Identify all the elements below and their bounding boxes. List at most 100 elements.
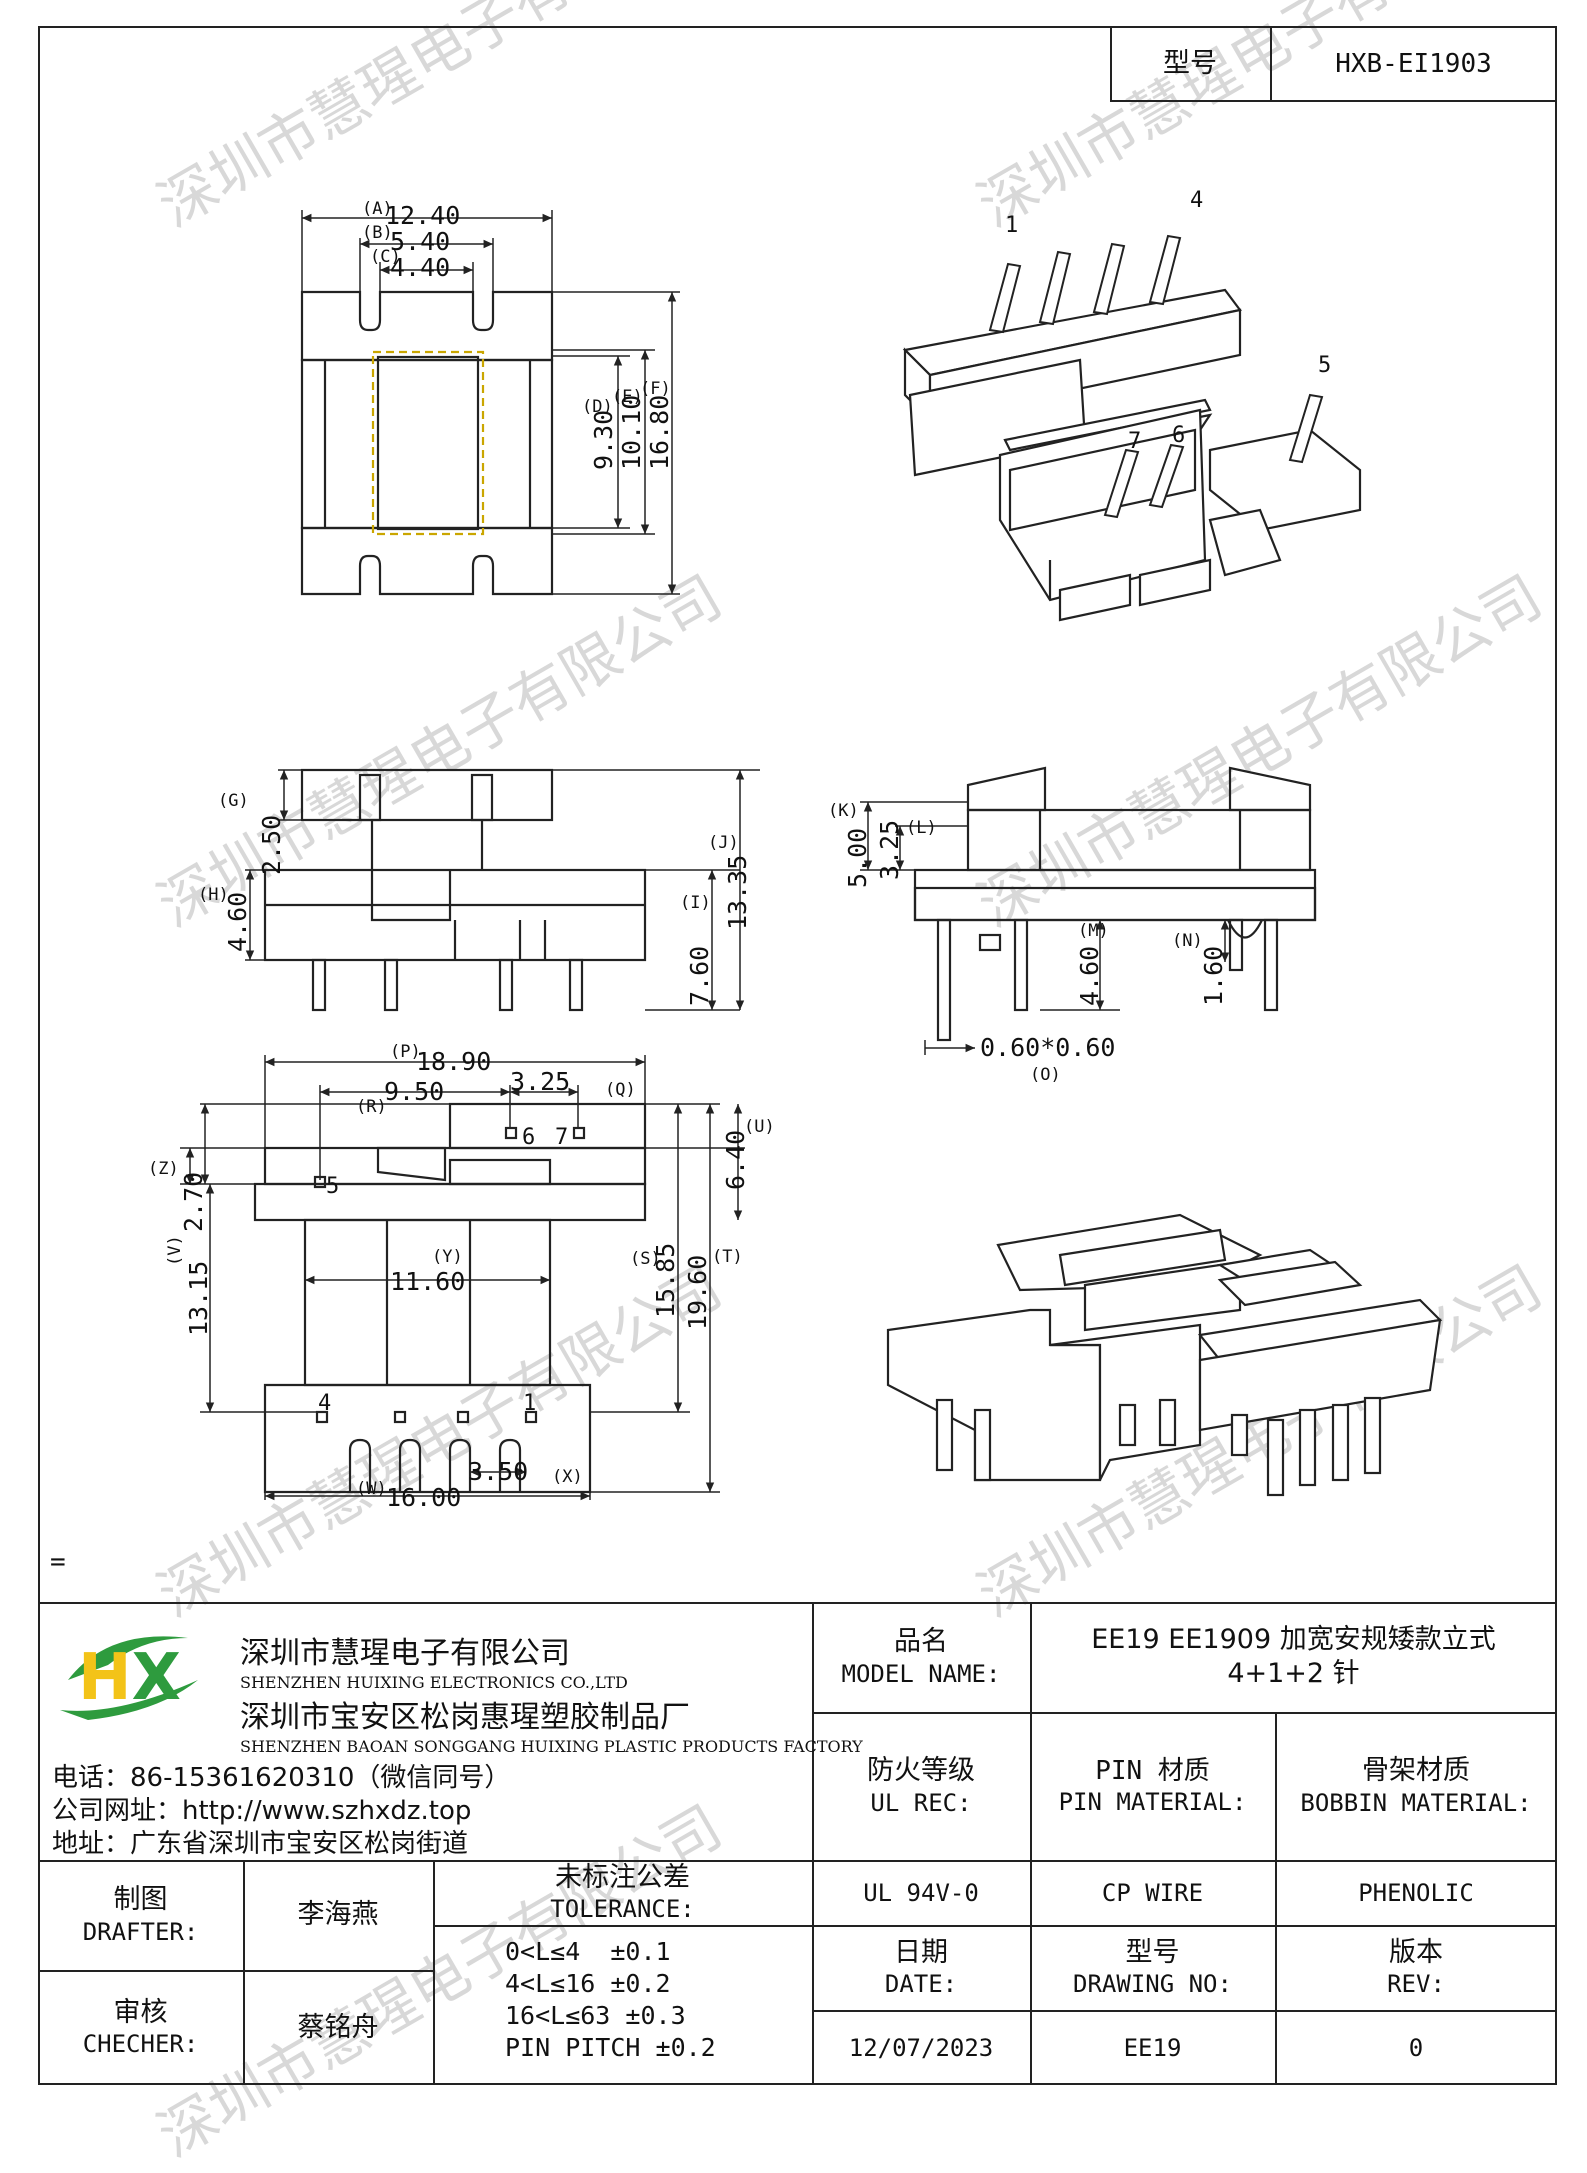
pin-4-label: 4 [1190, 188, 1203, 213]
drawing-no-label: 型号 DRAWING NO: [1073, 1936, 1232, 1999]
bobbin-material-label: 骨架材质 BOBBIN MATERIAL: [1300, 1755, 1532, 1817]
tolerance-table: 0<L≤4 ±0.1 4<L≤16 ±0.2 16<L≤63 ±0.3 PIN … [505, 1936, 805, 2064]
tolerance-row: 0<L≤4 ±0.1 [505, 1937, 671, 1966]
isometric-view-bottom [886, 1213, 1443, 1497]
dim-b-value: 5.40 [390, 227, 450, 256]
dim-r-value: 9.50 [384, 1077, 444, 1106]
dim-p-value: 18.90 [416, 1047, 491, 1076]
front-view [263, 768, 647, 1012]
company-name-cn: 深圳市慧瑆电子有限公司 [240, 1636, 570, 1671]
checker-label: 审核 CHECHER: [82, 1996, 199, 2059]
header-model-box [1110, 26, 1557, 102]
drafter-label: 制图 DRAFTER: [82, 1884, 199, 1946]
company-website[interactable]: 公司网址：http://www.szhxdz.top [52, 1796, 472, 1826]
fire-rating-value: UL 94V-0 [863, 1878, 979, 1907]
dim-n-value: 1.60 [1199, 946, 1228, 1006]
dim-w-label: (W) [356, 1479, 387, 1499]
dim-g-label: (G) [218, 791, 249, 811]
dim-j-label: (J) [708, 833, 739, 853]
tolerance-row: PIN PITCH ±0.2 [505, 2033, 716, 2062]
dim-c-label: (C) [370, 247, 401, 267]
pin-4-bottom: 4 [318, 1391, 331, 1416]
dim-e-value: 10.10 [617, 395, 646, 470]
dim-u-value: 6.40 [721, 1130, 750, 1190]
logo-text: HX [78, 1641, 181, 1715]
product-name-label: 品名 MODEL NAME: [841, 1626, 1001, 1688]
dim-m-label: (M) [1078, 921, 1109, 941]
pin-6-label: 6 [1172, 423, 1185, 448]
dim-m-value: 4.60 [1075, 946, 1104, 1006]
dim-d-label: (D) [582, 397, 613, 417]
pin-material-label: PIN 材质 PIN MATERIAL: [1058, 1755, 1247, 1817]
dim-o-value: 0.60*0.60 [980, 1033, 1115, 1062]
bottom-view [253, 1102, 647, 1494]
dim-x-value: 3.50 [468, 1457, 528, 1486]
logo-swoosh-bottom [60, 1680, 198, 1720]
dim-s-value: 15.85 [651, 1243, 680, 1318]
isometric-view-top [902, 288, 1362, 622]
isometric-pins [988, 234, 1324, 519]
top-view [300, 290, 554, 596]
dim-h-value: 4.60 [223, 892, 252, 952]
logo-swoosh-top [68, 1636, 188, 1680]
header-model-value: HXB-EI1903 [1335, 48, 1492, 79]
header-model-label: 型号 [1163, 48, 1217, 80]
factory-name-cn: 深圳市宝安区松岗惠瑆塑胶制品厂 [240, 1700, 690, 1735]
dim-l-label: (L) [906, 818, 937, 838]
checker-name: 蔡铭舟 [297, 2011, 379, 2043]
dim-h-label: (H) [198, 885, 229, 905]
dim-x-label: (X) [552, 1467, 583, 1487]
dim-y-value: 11.60 [390, 1267, 465, 1296]
pin-material-value: CP WIRE [1101, 1878, 1204, 1907]
date-value: 12/07/2023 [848, 2033, 994, 2062]
dim-t-value: 19.60 [683, 1255, 712, 1330]
dim-q-value: 3.25 [510, 1067, 570, 1096]
dim-r-label: (R) [356, 1097, 387, 1117]
dim-v-value: 13.15 [184, 1261, 213, 1336]
side-view-dims [860, 801, 1262, 1055]
dim-c-value: 4.40 [390, 253, 450, 282]
company-logo: HX [48, 1620, 223, 1725]
drafter-name: 李海燕 [297, 1899, 379, 1931]
dim-n-label: (N) [1172, 931, 1203, 951]
dim-q-label: (Q) [605, 1080, 636, 1100]
bottom-view-dims [180, 1055, 745, 1501]
dim-d-value: 9.30 [589, 410, 618, 470]
logo-letter-x: X [131, 1641, 181, 1715]
company-phone: 电话：86-15361620310（微信同号） [52, 1763, 511, 1793]
pin-7-label: 7 [1128, 429, 1141, 454]
drawing-no-value: EE19 [1123, 2033, 1182, 2062]
tolerance-row: 16<L≤63 ±0.3 [505, 2001, 686, 2030]
dim-j-value: 13.35 [723, 855, 752, 930]
dim-z-value: 2.70 [179, 1172, 208, 1232]
pin-1-label: 1 [1005, 213, 1018, 238]
side-view [913, 766, 1317, 1042]
date-label: 日期 DATE: [884, 1936, 958, 1999]
dim-u-label: (U) [744, 1117, 775, 1137]
dim-a-label: (A) [362, 199, 393, 219]
dim-k-value: 5.00 [843, 828, 872, 888]
factory-name-en: SHENZHEN BAOAN SONGGANG HUIXING PLASTIC … [240, 1737, 863, 1756]
dim-e-label: (E) [612, 387, 643, 407]
front-view-dims [245, 769, 760, 1011]
tolerance-label: 未标注公差 TOLERANCE: [550, 1861, 695, 1924]
dim-a-value: 12.40 [385, 201, 460, 230]
dim-k-label: (K) [828, 801, 859, 821]
pin-1-bottom: 1 [523, 1391, 536, 1416]
dim-l-value: 3.25 [875, 820, 904, 880]
page-marker: = [50, 1547, 66, 1577]
dim-z-label: (Z) [148, 1159, 179, 1179]
dim-b-label: (B) [362, 223, 393, 243]
drawing-sheet [38, 26, 1557, 2085]
dim-g-value: 2.50 [257, 815, 286, 875]
technical-drawing: (A) 12.40 (B) 5.40 (C) 4.40 (D) 9.30 (E)… [50, 188, 1443, 1577]
dim-i-value: 7.60 [685, 946, 714, 1006]
dim-s-label: (S) [630, 1249, 661, 1269]
fire-rating-label: 防火等级 UL REC: [867, 1755, 975, 1817]
pin-5-label: 5 [1318, 353, 1331, 378]
dim-f-label: (F) [640, 379, 671, 399]
revision-label: 版本 REV: [1387, 1936, 1445, 1999]
pin-5-bottom: 5 [326, 1174, 339, 1199]
logo-letter-h: H [78, 1641, 132, 1715]
product-name-value: EE19 EE1909 加宽安规矮款立式 4+1+2 针 [1091, 1624, 1496, 1689]
